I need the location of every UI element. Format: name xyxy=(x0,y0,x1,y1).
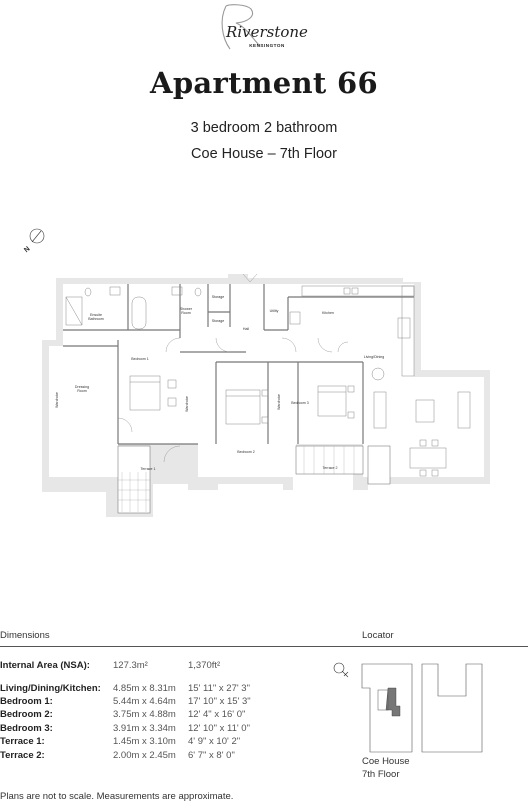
area-imperial: 1,370ft² xyxy=(188,660,221,672)
compass-north-label: N xyxy=(23,245,31,254)
room-label-kitchen: Kitchen xyxy=(322,311,334,315)
room-dim-imperial: 6' 7" x 8' 0" xyxy=(188,749,235,761)
room-label-storage-2: Storage xyxy=(212,319,225,323)
room-label-bedroom-3: Bedroom 3 xyxy=(291,401,309,405)
locator-inner-block xyxy=(377,689,389,711)
room-dim-metric: 5.44m x 4.64m xyxy=(113,695,176,707)
room-label-bedroom-1: Bedroom 1 xyxy=(131,357,149,361)
room-dim-imperial: 12' 10" x 11' 0" xyxy=(188,722,250,734)
room-dim-metric: 3.75m x 4.88m xyxy=(113,709,176,721)
locator-building-left xyxy=(361,663,413,753)
door-swings xyxy=(117,273,349,463)
kitchen-units xyxy=(301,285,415,381)
room-label-utility: Utility xyxy=(270,309,279,313)
room-label-storage-1: Storage xyxy=(212,295,225,299)
interior-walls xyxy=(63,284,414,445)
brand-sub-name: KENSINGTON xyxy=(249,43,285,48)
floor-plan: N xyxy=(23,228,490,517)
room-label-hall: Hall xyxy=(243,327,249,331)
locator-building-right xyxy=(421,663,483,753)
room-dim-label: Terrace 2: xyxy=(0,749,45,761)
room-dim-imperial: 15' 11" x 27' 3" xyxy=(188,682,250,694)
dimensions-table: Internal Area (NSA): 127.3m² 1,370ft² Li… xyxy=(0,659,251,762)
subtitle-location: Coe House – 7th Floor xyxy=(191,146,337,162)
room-dim-label: Living/Dining/Kitchen: xyxy=(0,682,101,694)
room-dim-metric: 3.91m x 3.34m xyxy=(113,722,176,734)
page-title: Apartment 66 xyxy=(150,66,378,100)
table-row: Terrace 2: 2.00m x 2.45m 6' 7" x 8' 0" xyxy=(0,748,251,761)
bathroom-fixtures xyxy=(65,286,301,330)
locator-building-label: Coe House xyxy=(362,756,410,767)
room-dim-label: Bedroom 2: xyxy=(0,709,53,721)
table-row: Bedroom 1: 5.44m x 4.64m 17' 10" x 15' 3… xyxy=(0,695,251,708)
room-dim-metric: 1.45m x 3.10m xyxy=(113,736,176,748)
locator-map xyxy=(333,662,483,753)
room-dim-imperial: 17' 10" x 15' 3" xyxy=(188,695,251,707)
brand-logo: Riverstone KENSINGTON xyxy=(221,4,308,50)
table-row: Bedroom 3: 3.91m x 3.34m 12' 10" x 11' 0… xyxy=(0,722,251,735)
locator-compass-icon xyxy=(333,662,349,678)
room-dim-label: Bedroom 3: xyxy=(0,722,53,734)
room-label-terrace-1: Terrace 1 xyxy=(141,467,156,471)
table-row: Internal Area (NSA): 127.3m² 1,370ft² xyxy=(0,659,251,672)
footnote: Plans are not to scale. Measurements are… xyxy=(0,791,234,802)
table-row: Bedroom 2: 3.75m x 4.88m 12' 4" x 16' 0" xyxy=(0,708,251,721)
room-label-wardrobe-3: Wardrobe xyxy=(277,394,281,410)
room-label-wardrobe-1: Wardrobe xyxy=(55,392,59,408)
brand-script-name: Riverstone xyxy=(225,23,308,41)
logo-monogram-icon xyxy=(221,4,261,50)
area-metric: 127.3m² xyxy=(113,660,148,672)
compass-icon: N xyxy=(23,228,45,254)
area-label: Internal Area (NSA): xyxy=(0,660,90,672)
apartment-walls xyxy=(42,274,490,517)
locator-heading: Locator xyxy=(362,630,394,641)
table-row: Living/Dining/Kitchen: 4.85m x 8.31m 15'… xyxy=(0,681,251,694)
room-label-bedroom-2: Bedroom 2 xyxy=(237,450,255,454)
room-dim-label: Terrace 1: xyxy=(0,736,45,748)
room-dim-label: Bedroom 1: xyxy=(0,695,53,707)
room-label-terrace-2: Terrace 2 xyxy=(323,466,338,470)
table-row: Terrace 1: 1.45m x 3.10m 4' 9" x 10' 2" xyxy=(0,735,251,748)
furniture xyxy=(129,317,471,477)
room-dim-metric: 4.85m x 8.31m xyxy=(113,682,176,694)
dimensions-heading: Dimensions xyxy=(0,630,50,641)
room-dim-imperial: 4' 9" x 10' 2" xyxy=(188,736,241,748)
locator-floor-label: 7th Floor xyxy=(362,769,400,780)
subtitle-bedrooms: 3 bedroom 2 bathroom xyxy=(190,120,338,136)
room-dim-imperial: 12' 4" x 16' 0" xyxy=(188,709,246,721)
room-label-living: Living/Dining xyxy=(364,355,385,359)
room-label-wardrobe-2: Wardrobe xyxy=(185,396,189,412)
section-divider xyxy=(0,646,528,647)
room-dim-metric: 2.00m x 2.45m xyxy=(113,749,176,761)
